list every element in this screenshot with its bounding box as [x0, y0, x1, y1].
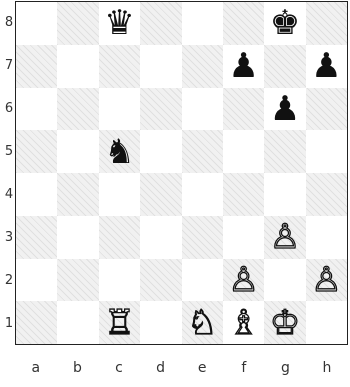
square-d2[interactable] — [140, 259, 181, 302]
square-h3[interactable] — [306, 216, 347, 259]
square-h1[interactable] — [306, 301, 347, 344]
square-b5[interactable] — [57, 130, 98, 173]
square-f5[interactable] — [223, 130, 264, 173]
square-g7[interactable] — [264, 45, 305, 88]
square-c3[interactable] — [99, 216, 140, 259]
square-b3[interactable] — [57, 216, 98, 259]
square-a8[interactable] — [16, 2, 57, 45]
square-c1[interactable]: ♖ — [99, 301, 140, 344]
square-f8[interactable] — [223, 2, 264, 45]
file-label: g — [265, 360, 307, 376]
square-d7[interactable] — [140, 45, 181, 88]
square-h7[interactable]: ♟ — [306, 45, 347, 88]
black-knight-piece[interactable]: ♞ — [104, 135, 134, 169]
square-h6[interactable] — [306, 88, 347, 131]
rank-label: 4 — [3, 173, 15, 216]
rank-label: 1 — [3, 302, 15, 345]
chess-board[interactable]: ♛ ♚ ♟ ♟ ♟ ♞ ♙ ♙ ♙ ♖ ♘ ♗ ♔ — [15, 1, 348, 345]
square-b6[interactable] — [57, 88, 98, 131]
black-pawn-piece[interactable]: ♟ — [228, 49, 258, 83]
square-f4[interactable] — [223, 173, 264, 216]
white-bishop-piece[interactable]: ♗ — [228, 306, 258, 340]
square-g5[interactable] — [264, 130, 305, 173]
square-e1[interactable]: ♘ — [182, 301, 223, 344]
square-b1[interactable] — [57, 301, 98, 344]
file-label: c — [98, 360, 140, 376]
square-d4[interactable] — [140, 173, 181, 216]
rank-label: 8 — [3, 1, 15, 44]
black-pawn-piece[interactable]: ♟ — [311, 49, 341, 83]
square-c7[interactable] — [99, 45, 140, 88]
rank-label: 3 — [3, 216, 15, 259]
square-c8[interactable]: ♛ — [99, 2, 140, 45]
square-f2[interactable]: ♙ — [223, 259, 264, 302]
square-e4[interactable] — [182, 173, 223, 216]
square-h8[interactable] — [306, 2, 347, 45]
square-d8[interactable] — [140, 2, 181, 45]
square-b2[interactable] — [57, 259, 98, 302]
square-a1[interactable] — [16, 301, 57, 344]
square-g8[interactable]: ♚ — [264, 2, 305, 45]
square-e2[interactable] — [182, 259, 223, 302]
square-e7[interactable] — [182, 45, 223, 88]
file-label: h — [306, 360, 348, 376]
white-king-piece[interactable]: ♔ — [270, 306, 300, 340]
square-b8[interactable] — [57, 2, 98, 45]
black-queen-piece[interactable]: ♛ — [104, 6, 134, 40]
square-b7[interactable] — [57, 45, 98, 88]
rank-label: 2 — [3, 259, 15, 302]
square-e3[interactable] — [182, 216, 223, 259]
square-c4[interactable] — [99, 173, 140, 216]
file-label: a — [15, 360, 57, 376]
square-g2[interactable] — [264, 259, 305, 302]
rank-label: 7 — [3, 44, 15, 87]
square-d6[interactable] — [140, 88, 181, 131]
white-pawn-piece[interactable]: ♙ — [311, 263, 341, 297]
square-h2[interactable]: ♙ — [306, 259, 347, 302]
black-pawn-piece[interactable]: ♟ — [270, 92, 300, 126]
white-knight-piece[interactable]: ♘ — [187, 306, 217, 340]
square-a4[interactable] — [16, 173, 57, 216]
square-d1[interactable] — [140, 301, 181, 344]
square-f6[interactable] — [223, 88, 264, 131]
file-label: d — [140, 360, 182, 376]
square-a7[interactable] — [16, 45, 57, 88]
square-g6[interactable]: ♟ — [264, 88, 305, 131]
square-e5[interactable] — [182, 130, 223, 173]
square-a5[interactable] — [16, 130, 57, 173]
file-label: f — [223, 360, 265, 376]
square-a2[interactable] — [16, 259, 57, 302]
square-b4[interactable] — [57, 173, 98, 216]
square-e8[interactable] — [182, 2, 223, 45]
square-f1[interactable]: ♗ — [223, 301, 264, 344]
white-pawn-piece[interactable]: ♙ — [270, 220, 300, 254]
file-label: e — [181, 360, 223, 376]
white-rook-piece[interactable]: ♖ — [104, 306, 134, 340]
square-h4[interactable] — [306, 173, 347, 216]
square-d5[interactable] — [140, 130, 181, 173]
square-c2[interactable] — [99, 259, 140, 302]
file-label: b — [57, 360, 99, 376]
square-f7[interactable]: ♟ — [223, 45, 264, 88]
square-g3[interactable]: ♙ — [264, 216, 305, 259]
square-f3[interactable] — [223, 216, 264, 259]
square-h5[interactable] — [306, 130, 347, 173]
rank-label: 6 — [3, 87, 15, 130]
rank-label: 5 — [3, 130, 15, 173]
square-c5[interactable]: ♞ — [99, 130, 140, 173]
square-e6[interactable] — [182, 88, 223, 131]
square-g1[interactable]: ♔ — [264, 301, 305, 344]
square-g4[interactable] — [264, 173, 305, 216]
square-c6[interactable] — [99, 88, 140, 131]
square-a6[interactable] — [16, 88, 57, 131]
black-king-piece[interactable]: ♚ — [270, 6, 300, 40]
white-pawn-piece[interactable]: ♙ — [228, 263, 258, 297]
square-d3[interactable] — [140, 216, 181, 259]
square-a3[interactable] — [16, 216, 57, 259]
